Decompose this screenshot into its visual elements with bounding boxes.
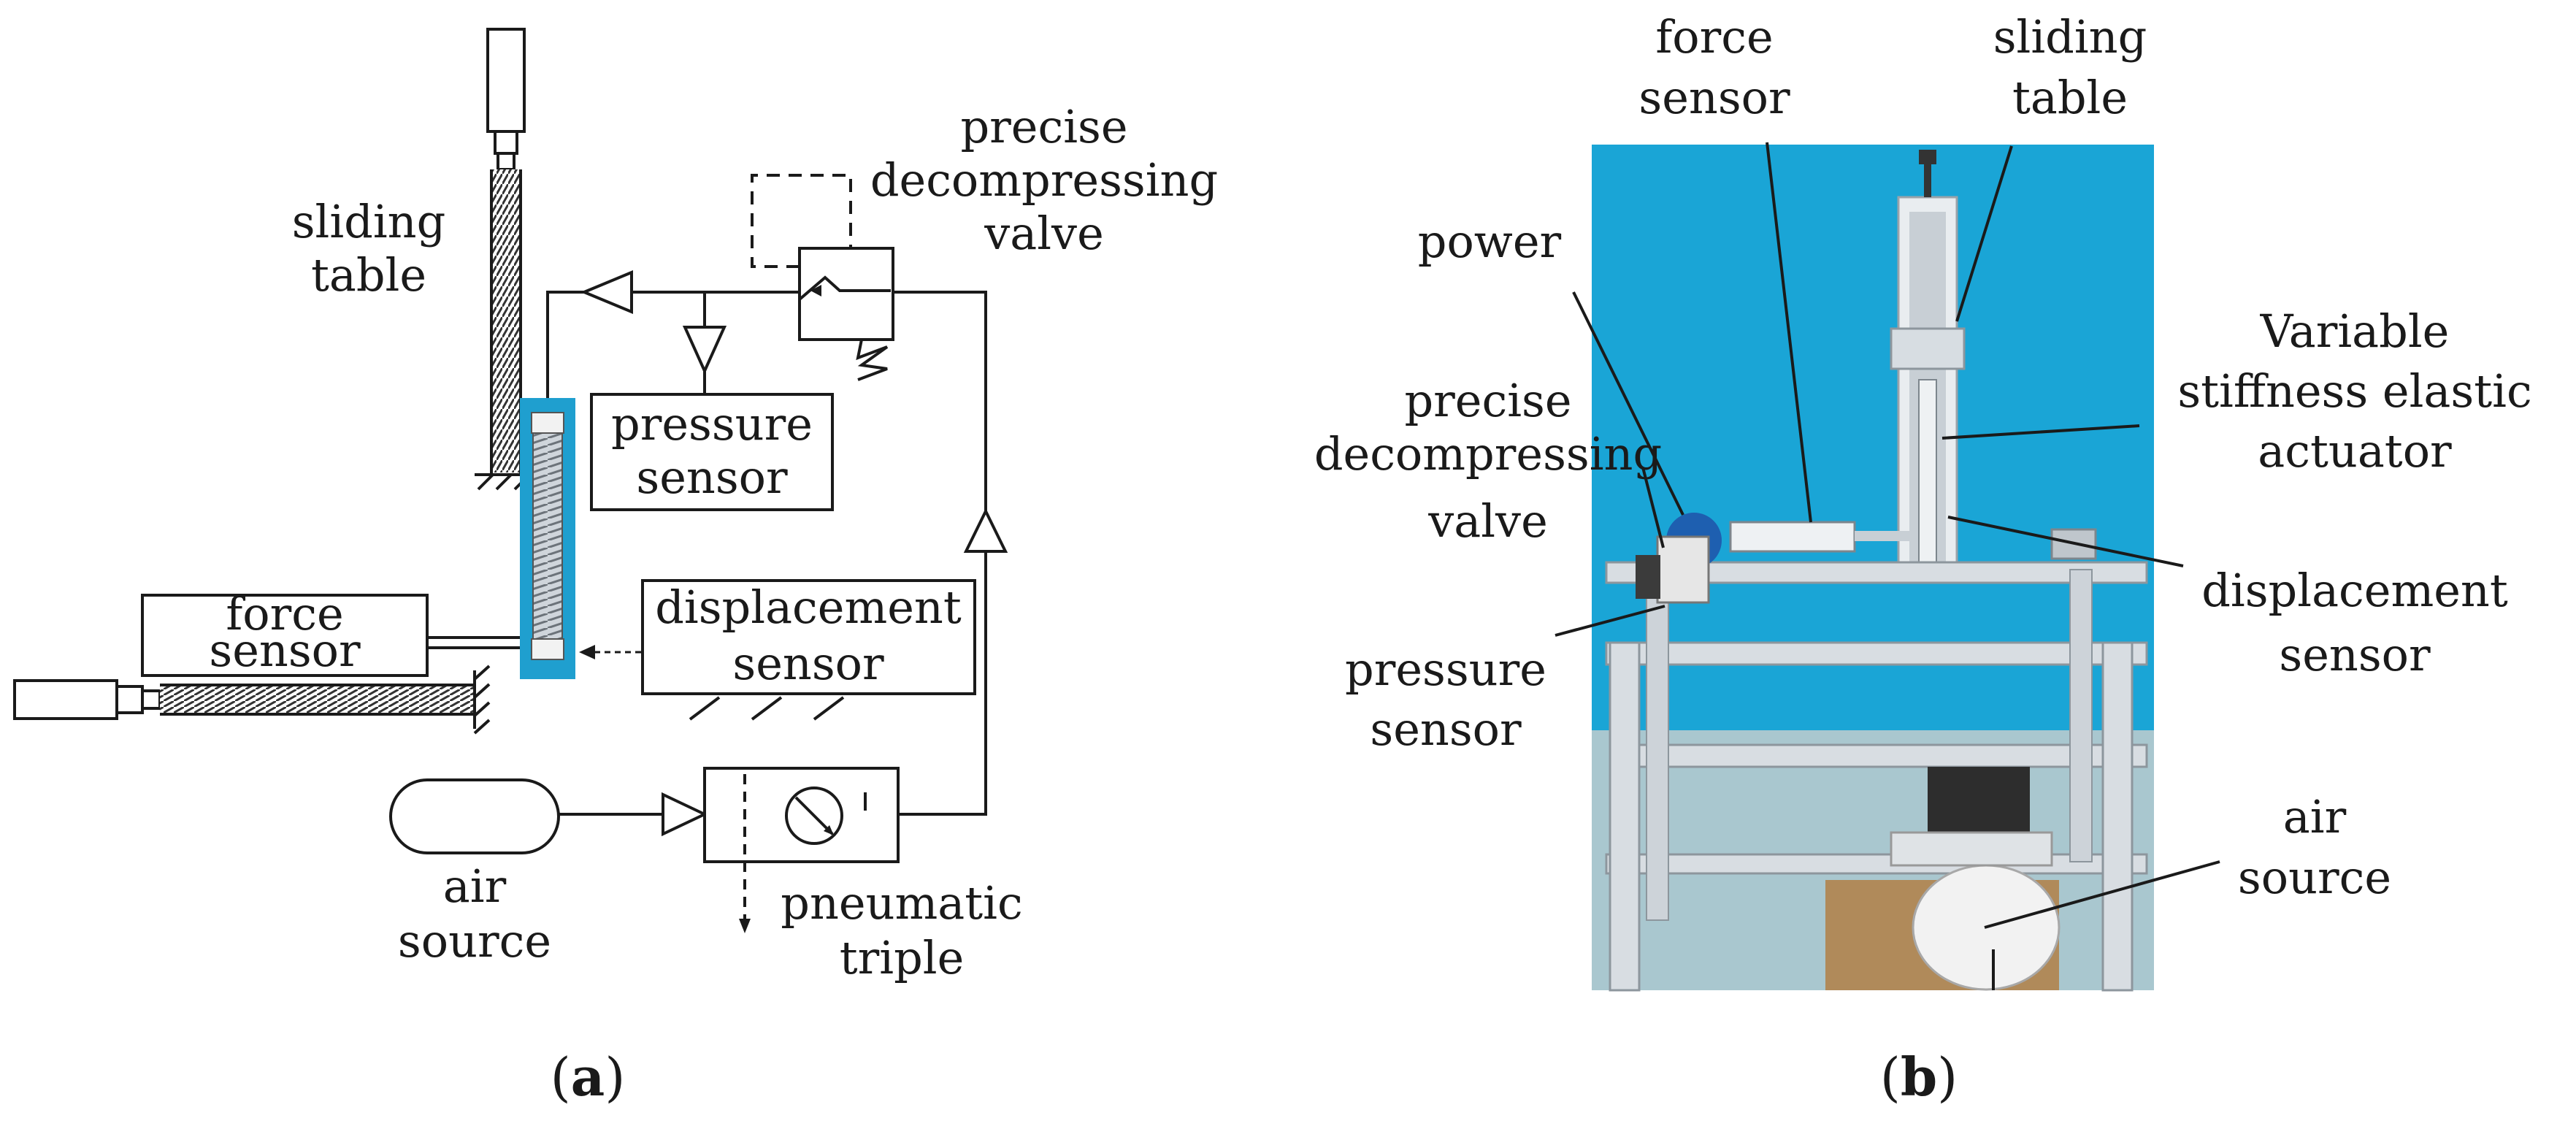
b-label-power: power	[1418, 215, 1562, 268]
panel-a-schematic	[13, 28, 1008, 933]
label-pneumatic-triple-l1: pneumatic	[781, 876, 1022, 930]
b-label-air-source-l1: air	[2283, 790, 2347, 843]
b-label-sliding-table-l2: table	[2012, 71, 2128, 124]
label-sliding-table-l1: sliding	[292, 195, 446, 248]
pneumatic-triple-symbol	[703, 767, 900, 933]
caption-a: (a)	[551, 1046, 626, 1108]
pneumatic-lines	[546, 291, 987, 816]
label-pneumatic-triple-l2: triple	[840, 931, 965, 984]
b-label-pressure-sensor-l2: sensor	[1370, 703, 1522, 756]
b-label-displacement-sensor-l2: sensor	[2279, 628, 2431, 681]
force-sensor-box	[141, 594, 429, 677]
panel-b-leader-lines	[1555, 142, 2220, 990]
sliding-table-horizontal	[13, 665, 491, 735]
b-label-precise-valve-l1: precise	[1404, 374, 1571, 427]
label-precise-valve-l1: precise	[960, 100, 1127, 153]
label-air-source-l2: source	[398, 914, 551, 968]
b-label-sliding-table-l1: sliding	[1993, 10, 2147, 64]
label-precise-valve-l2: decompressing	[870, 153, 1218, 207]
label-displacement-sensor-l1: displacement	[655, 581, 962, 634]
b-label-force-sensor-l2: sensor	[1638, 71, 1790, 124]
panel-b-photo	[1592, 145, 2154, 992]
label-force-sensor-l1: force	[226, 587, 343, 640]
label-pressure-sensor-l2: sensor	[636, 451, 788, 504]
b-label-precise-valve-l3: valve	[1427, 494, 1548, 548]
b-label-actuator-l1: Variable	[2260, 305, 2450, 358]
displacement-sensor-box	[641, 579, 976, 695]
b-label-displacement-sensor-l1: displacement	[2201, 564, 2508, 617]
pressure-sensor-box	[590, 393, 834, 511]
label-displacement-sensor-l2: sensor	[732, 637, 884, 690]
actuator-symbol	[520, 398, 575, 679]
label-air-source-l1: air	[443, 860, 507, 913]
b-label-air-source-l2: source	[2238, 851, 2391, 904]
b-label-actuator-l3: actuator	[2258, 424, 2452, 478]
panel-a-labels: sliding table precise decompressing valv…	[209, 100, 1218, 1108]
label-pressure-sensor-l1: pressure	[611, 397, 813, 451]
check-valve-symbols	[580, 270, 1008, 837]
caption-b: (b)	[1880, 1046, 1958, 1108]
label-precise-valve-l3: valve	[984, 207, 1104, 260]
b-label-pressure-sensor-l1: pressure	[1345, 643, 1546, 696]
label-force-sensor-l2: sensor	[209, 624, 361, 677]
label-sliding-table-l2: table	[311, 248, 426, 302]
b-label-precise-valve-l2: decompressing	[1314, 427, 1662, 481]
panel-b-labels: force sensor sliding table power precise…	[1314, 10, 2532, 1108]
b-label-actuator-l2: stiffness elastic	[2177, 364, 2531, 418]
precise-decompressing-valve-symbol	[751, 174, 894, 381]
b-label-force-sensor-l1: force	[1655, 10, 1773, 64]
air-source-tank-symbol	[389, 778, 560, 854]
